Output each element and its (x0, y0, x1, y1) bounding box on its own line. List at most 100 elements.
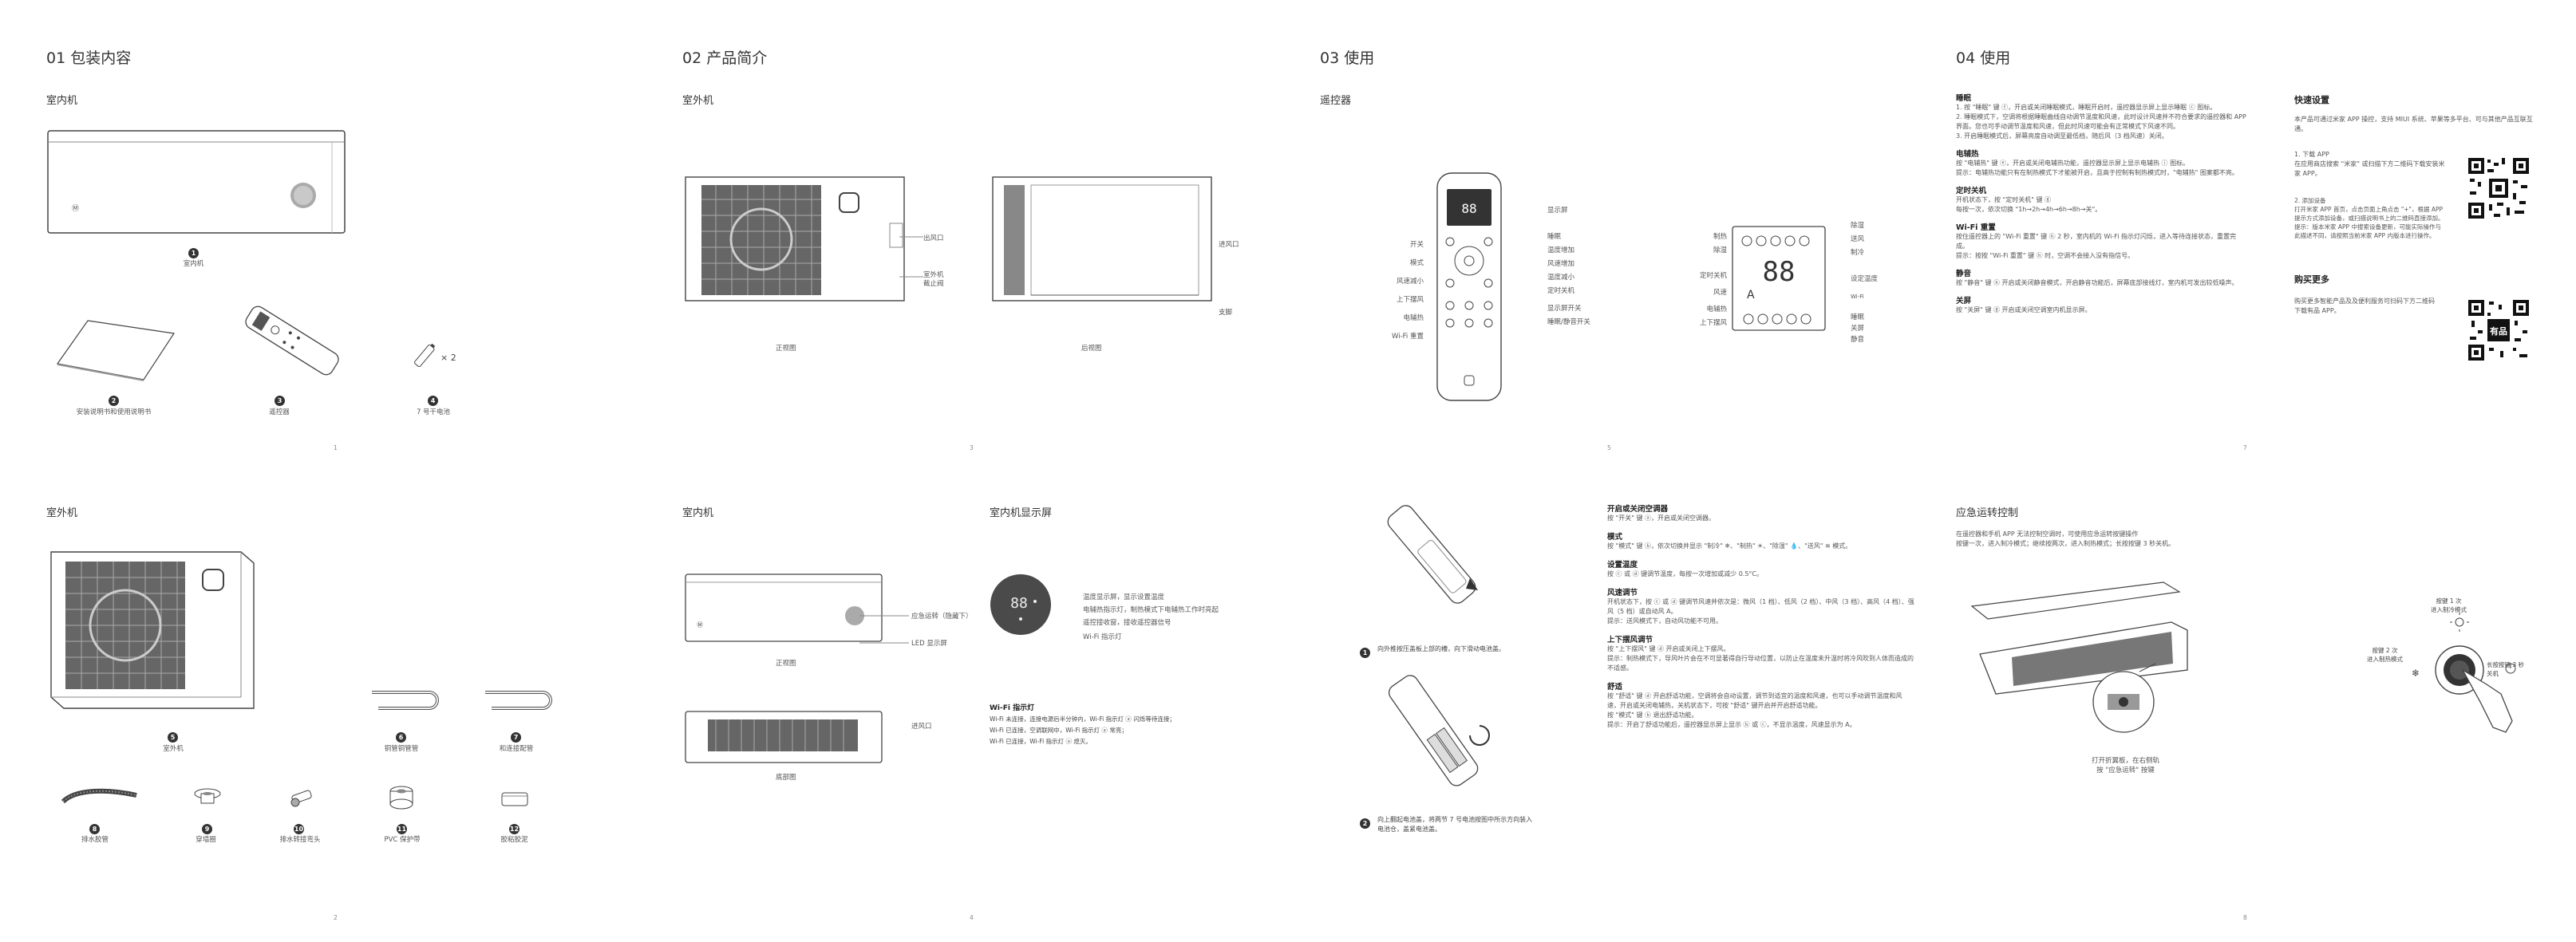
section-body: 1. 按 "睡眠" 键 ⓕ，开启或关闭睡眠模式，睡眠开启时，遥控器显示屏上显示睡… (1956, 104, 2246, 140)
button-label: 睡眠/静音开关 (1547, 318, 1590, 326)
battery-illustration (413, 343, 436, 367)
drain-elbow-illustration (290, 790, 312, 807)
remote-right-labels: 显示屏 睡眠 温度增加 风速增加 温度减小 定时关机 显示屏开关 睡眠/静音开关 (1547, 205, 1590, 330)
remote-left-labels: 开关 模式 风速减小 上下摆风 电辅热 Wi-Fi 重置 (1360, 239, 1424, 349)
emergency-description: 在遥控器和手机 APP 无法控制空调时，可使用应急运转按键操作 按键一次，进入制… (1956, 530, 2175, 547)
section-body: 按住遥控器上的 "Wi-Fi 重置" 键 ⓗ 2 秒，室内机的 Wi-Fi 指示… (1956, 233, 2236, 259)
item-number: 12 (509, 824, 520, 834)
button-label: 定时关机 (1547, 287, 1575, 295)
outdoor-unit-illustration (50, 551, 255, 709)
page-5: 03 使用 遥控器 88 开关 模式 风速减小 上下摆风 电辅热 Wi-Fi 重… (1288, 0, 1932, 471)
lcd-label: 关屏 (1851, 325, 1865, 333)
page-number: 2 (334, 914, 338, 921)
lcd-label: 上下摆风 (1699, 319, 1727, 327)
button-label: 睡眠 (1547, 233, 1562, 241)
callout-label: 出风口 (923, 235, 944, 242)
section-heading: 电辅热 (1956, 150, 1979, 159)
button-label: 温度增加 (1547, 246, 1575, 254)
drain-hose-illustration (61, 788, 137, 804)
callout-label: 支脚 (1219, 309, 1233, 317)
section-heading: 设置温度 (1607, 561, 1638, 570)
item-label: 室内机 (183, 260, 204, 268)
outdoor-unit-front (685, 176, 905, 302)
page-1: 01 包装内容 室内机 Ⓜ 1 室内机 2 安装说明书和使用说明书 3 遥控器 … (0, 0, 644, 471)
item-label: 安装说明书和使用说明书 (76, 408, 152, 416)
press-twice-label: 按键 2 次 进入制热模式 (2367, 647, 2403, 663)
remote-illustration (245, 305, 339, 376)
indoor-front-diagram: Ⓜ (685, 573, 883, 642)
quick-setup-page: 快速设置 本产品可通过米家 APP 操控，支持 MIUI 系统、苹果等多平台、可… (2275, 0, 2576, 471)
page-title: 03 使用 (1320, 49, 1375, 67)
display-label: Wi-Fi 指示灯 (1083, 633, 1122, 641)
wifi-indicator-list: Wi-Fi 未连接，连接电源后半分钟内，Wi-Fi 指示灯 ⓐ 闪烁等待连接； … (990, 715, 1175, 748)
section-title: 室内机 (46, 95, 78, 107)
indoor-unit-illustration: Ⓜ (47, 130, 346, 234)
item-number: 3 (275, 396, 285, 406)
view-caption: 后视图 (1081, 345, 1102, 353)
button-label: Wi-Fi 重置 (1392, 333, 1424, 341)
sealing-putty-illustration (501, 792, 528, 806)
callout-label: LED 显示屏 (911, 640, 947, 648)
section-heading: 模式 (1607, 533, 1623, 542)
item-number: 5 (168, 732, 178, 743)
long-press-label: 长按按键 3 秒 关机 (2487, 661, 2525, 677)
display-label: 温度显示屏，显示设置温度 (1083, 593, 1165, 601)
section-heading: 定时关机 (1956, 187, 1987, 195)
page-title: 01 包装内容 (46, 49, 132, 67)
button-label: 上下摆风 (1396, 296, 1424, 304)
step-text: 向外推按压盖板上部的槽，向下滑动电池盖。 (1377, 645, 1505, 652)
lcd-label: 制冷 (1851, 249, 1865, 257)
section-body: 按 "舒适" 键 ⓓ 开启舒适功能，空调将会自动设置，调节到适宜的温度和风速，也… (1607, 692, 1902, 728)
youpin-qr-code: 有品 (2467, 298, 2531, 362)
step-number: 1 (1360, 648, 1370, 658)
section-body: 开机状态下，按 ⓒ 或 ⓓ 键调节风速并依次是：微风（1 档）、低风（2 档）、… (1607, 598, 1914, 625)
section-body: 开机状态下，按 "定时关机" 键 ⓖ 每按一次，依次切换 "1h→2h→4h→6… (1956, 196, 2102, 213)
section-body: 按 "电辅热" 键 ⓔ，开启或关闭电辅热功能，遥控器显示屏上显示电辅热 ⓘ 图标… (1956, 160, 2238, 176)
item-label: 穿墙圈 (196, 836, 216, 844)
section-heading: 上下摆风调节 (1607, 636, 1653, 644)
button-label: 显示屏 (1547, 207, 1568, 215)
connecting-pipe-illustration (485, 691, 552, 710)
item-number: 8 (89, 824, 100, 834)
lcd-label: 设定温度 (1851, 275, 1879, 283)
lcd-label: 睡眠 (1851, 313, 1865, 321)
page-7: 04 使用 睡眠 1. 按 "睡眠" 键 ⓕ，开启或关闭睡眠模式，睡眠开启时，遥… (1932, 0, 2275, 471)
item-label: 7 号干电池 (416, 408, 451, 416)
section-heading: 睡眠 (1956, 94, 1972, 103)
item-number: 7 (511, 732, 521, 743)
buy-more-text: 购买更多智能产品及及便利服务可扫码下方二维码下载有品 APP。 (2294, 298, 2435, 314)
item-label: 室外机 (163, 745, 184, 753)
step-number: 2 (1360, 818, 1370, 829)
item-label: 遥控器 (269, 408, 290, 416)
section-body: 按 "静音" 键 ⓗ 开启或关闭静音模式，开启静音功能后，屏幕底部接线灯，室内机… (1956, 279, 2238, 286)
button-label: 模式 (1409, 259, 1424, 267)
quick-setup-step: 1. 下载 APP 在应用商店搜索 "米家" 或扫描下方二维码下载安装米家 AP… (2294, 151, 2445, 177)
svg-text:❄: ❄ (2412, 668, 2420, 679)
indoor-display-panel: 88 (990, 574, 1051, 635)
section-body: 按 "关屏" 键 ⓖ 开启或关闭空调室内机显示屏。 (1956, 306, 2092, 313)
manual-illustration (56, 320, 176, 381)
lcd-label: 静音 (1851, 336, 1865, 344)
indoor-unit-open-panel (1970, 581, 2188, 733)
quick-setup-intro: 本产品可通过米家 APP 操控，支持 MIUI 系统、苹果等多平台、可与其他产品… (2294, 116, 2533, 132)
view-caption: 正视图 (776, 660, 796, 668)
page-6: 1 向外推按压盖板上部的槽，向下滑动电池盖。 2 向上翻起电池盖，将两节 7 号… (1288, 471, 1599, 942)
page-title: 04 使用 (1956, 49, 2011, 67)
page-3: 02 产品简介 室外机 出风口 室外机 截止阀 正视图 进风口 支脚 后视图 3 (644, 0, 1288, 471)
copper-pipe-illustration (372, 691, 439, 710)
step-text: 向上翻起电池盖，将两节 7 号电池按图中所示方向装入电池仓，盖紧电池盖。 (1377, 816, 1533, 833)
lcd-label: 制热 (1713, 233, 1727, 241)
view-caption: 底部图 (776, 774, 796, 782)
item-number: 10 (294, 824, 304, 834)
callout-label: 室外机 截止阀 (923, 271, 944, 288)
remote-control-diagram: 88 (1436, 172, 1502, 401)
wifi-status-line: Wi-Fi 未连接，连接电源后半分钟内，Wi-Fi 指示灯 ⓐ 闪烁等待连接； (990, 715, 1175, 723)
buy-more-title: 购买更多 (2294, 274, 2329, 285)
button-label: 开关 (1409, 241, 1424, 249)
section-title: 室外机 (682, 95, 714, 107)
svg-text:88: 88 (1010, 595, 1028, 612)
section-heading: Wi-Fi 重置 (1956, 223, 1996, 232)
section-title: 遥控器 (1320, 95, 1352, 107)
page-number: 3 (970, 444, 974, 451)
page-number: 4 (970, 914, 974, 921)
